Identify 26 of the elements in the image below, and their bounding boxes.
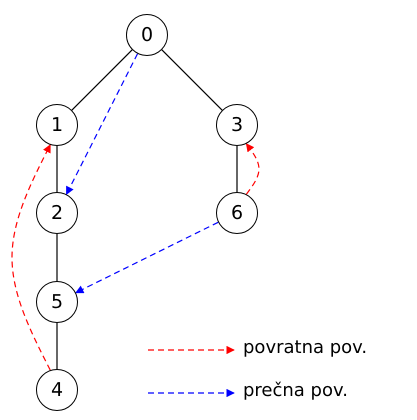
node-label: 3 <box>230 116 244 134</box>
node-label: 6 <box>230 204 244 222</box>
dashed-arrow <box>11 144 51 370</box>
dashed-arrow <box>66 53 138 195</box>
tree-edge <box>56 234 58 281</box>
dashed-arrow <box>75 222 218 294</box>
node-circle <box>36 369 78 411</box>
tree-edge <box>56 323 58 369</box>
node-label: 5 <box>50 292 64 312</box>
node-circle <box>36 104 78 146</box>
node-label: 2 <box>50 204 64 222</box>
node-label: 0 <box>140 26 154 44</box>
legend-label: prečna pov. <box>243 382 348 400</box>
node-circle <box>36 281 78 323</box>
tree-edge <box>236 146 238 192</box>
dashed-arrow <box>246 143 260 195</box>
node-circle <box>216 192 258 234</box>
node-circle <box>126 14 168 56</box>
node-circle <box>36 192 78 234</box>
tree-edge <box>71 49 133 111</box>
legend-label: povratna pov. <box>243 339 368 357</box>
node-label: 1 <box>50 116 64 134</box>
node-label: 4 <box>50 380 64 400</box>
node-circle <box>216 104 258 146</box>
tree-edge <box>56 146 58 192</box>
tree-edge <box>161 49 223 111</box>
